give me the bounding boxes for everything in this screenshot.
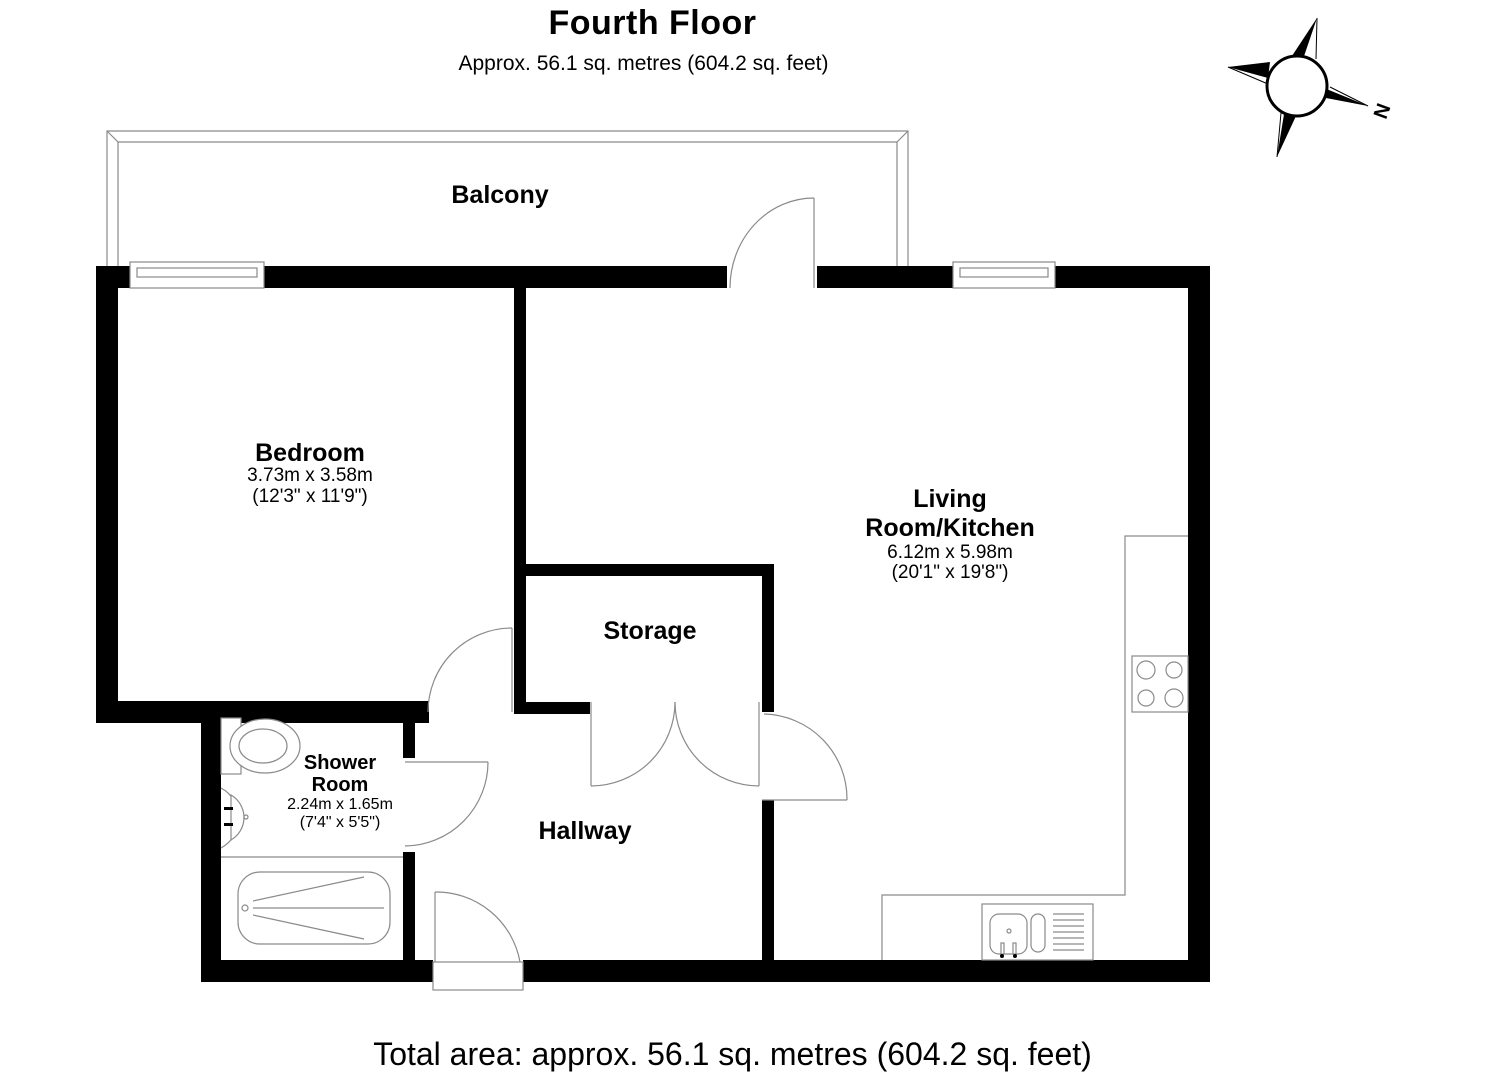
room-balcony: Balcony xyxy=(400,183,600,208)
room-dim-metric: 3.73m x 3.58m xyxy=(247,465,373,486)
room-dim-metric: 6.12m x 5.98m xyxy=(887,541,1013,563)
room-dim-imperial: (20'1" x 19'8") xyxy=(891,562,1009,584)
basin-icon xyxy=(220,787,249,849)
compass-rose-icon xyxy=(1227,17,1369,158)
balcony-outline xyxy=(106,130,909,267)
room-dim-metric: 2.24m x 1.65m xyxy=(287,796,393,813)
room-bedroom: Bedroom 3.73m x 3.58m (12'3" x 11'9") xyxy=(190,441,430,508)
door-icon xyxy=(404,197,848,991)
room-living-kitchen: Living Room/Kitchen 6.12m x 5.98m (20'1"… xyxy=(820,485,1080,584)
room-name-line1: Living xyxy=(913,485,987,513)
room-name: Balcony xyxy=(451,181,549,209)
room-name-line1: Shower xyxy=(303,752,377,774)
room-name: Bedroom xyxy=(255,439,365,467)
toilet-icon xyxy=(220,717,301,775)
hob-icon xyxy=(1131,655,1189,713)
floor-title: Fourth Floor xyxy=(548,4,757,42)
room-dim-imperial: (7'4" x 5'5") xyxy=(299,813,381,831)
kitchen-counter xyxy=(881,535,1188,960)
bathtub-icon xyxy=(221,856,403,945)
room-name-line2: Room xyxy=(311,774,369,796)
window-icon xyxy=(129,261,1056,289)
walls xyxy=(96,266,1210,982)
room-storage: Storage xyxy=(550,619,750,644)
room-name: Storage xyxy=(603,617,697,645)
room-hallway: Hallway xyxy=(485,819,685,844)
room-name-line2: Room/Kitchen xyxy=(865,513,1035,542)
total-area: Total area: approx. 56.1 sq. metres (604… xyxy=(373,1036,1092,1072)
floor-area-subtitle: Approx. 56.1 sq. metres (604.2 sq. feet) xyxy=(458,52,829,75)
room-dim-imperial: (12'3" x 11'9") xyxy=(252,485,368,507)
room-name: Hallway xyxy=(538,817,632,845)
sink-icon xyxy=(981,903,1094,961)
room-shower: Shower Room 2.24m x 1.65m (7'4" x 5'5") xyxy=(270,752,410,831)
